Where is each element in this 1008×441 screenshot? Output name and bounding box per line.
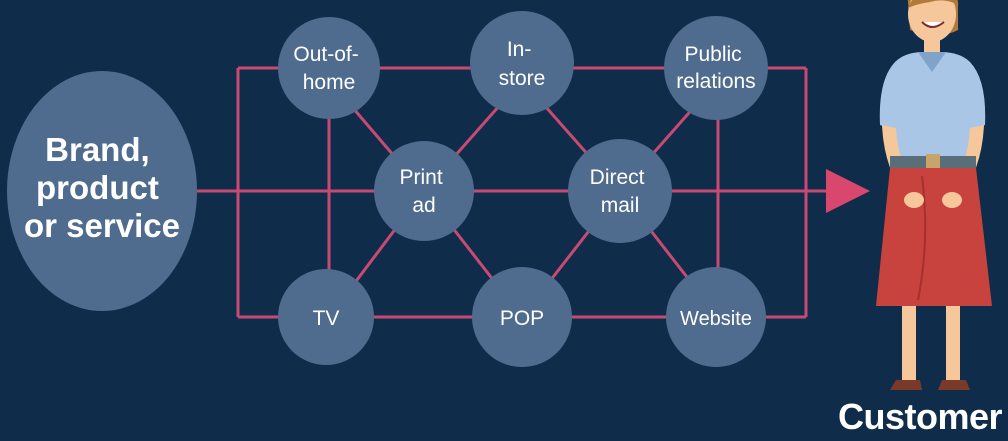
node-public-relations: Public relations <box>664 16 768 120</box>
brand-node: Brand, product or service <box>7 71 197 311</box>
svg-text:Public relations: Public relations <box>676 43 755 93</box>
in-store-line-2: store <box>499 67 546 90</box>
svg-text:Out-of- home: Out-of- home <box>293 43 364 94</box>
node-out-of-home: Out-of- home <box>278 17 380 119</box>
node-in-store: In- store <box>470 11 574 115</box>
website-label: Website <box>680 308 752 330</box>
brand-line-1: Brand, <box>45 131 150 168</box>
print-ad-line-2: ad <box>412 194 435 217</box>
in-store-line-1: In- <box>507 38 532 61</box>
node-website: Website <box>666 267 766 367</box>
svg-text:Print ad: Print ad <box>399 166 448 217</box>
customer-label: Customer <box>838 396 1003 437</box>
public-relations-line-1: Public <box>684 43 741 66</box>
print-ad-line-1: Print <box>399 166 442 189</box>
out-of-home-line-1: Out-of- <box>293 43 358 66</box>
node-direct-mail: Direct mail <box>568 139 672 243</box>
arrow-head <box>826 169 870 213</box>
node-pop: POP <box>472 267 572 367</box>
node-print-ad: Print ad <box>374 141 474 241</box>
tv-label: TV <box>313 307 340 330</box>
pop-label: POP <box>500 307 544 330</box>
customer-illustration <box>876 0 992 390</box>
direct-mail-line-2: mail <box>601 194 640 217</box>
direct-mail-line-1: Direct <box>590 166 645 189</box>
svg-text:Direct mail: Direct mail <box>590 166 651 217</box>
svg-text:In- store: In- store <box>499 38 546 90</box>
brand-line-3: or service <box>24 207 180 244</box>
brand-line-2: product <box>36 169 159 206</box>
svg-text:Brand, product or: Brand, product or service <box>24 131 180 244</box>
out-of-home-line-2: home <box>303 71 356 94</box>
node-tv: TV <box>278 269 374 365</box>
public-relations-line-2: relations <box>676 70 755 93</box>
